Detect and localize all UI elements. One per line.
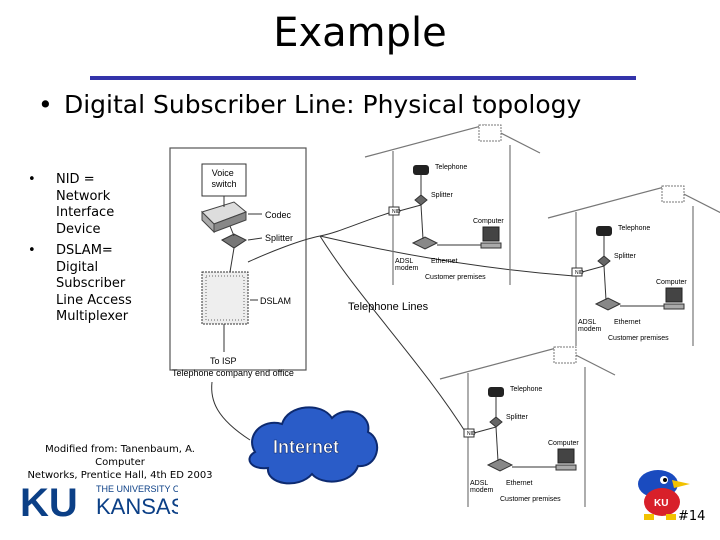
- end-office-caption: Telephone company end office: [172, 368, 294, 378]
- telephone-lines-label: Telephone Lines: [348, 301, 429, 313]
- voice-switch-line1: Voice: [212, 168, 234, 178]
- telephone-label: Telephone: [618, 225, 650, 232]
- ethernet-label: Ethernet: [431, 258, 458, 265]
- voice-switch-label: Voice switch: [211, 168, 236, 189]
- main-bullet-text: Digital Subscriber Line: Physical topolo…: [63, 90, 582, 119]
- page-number: #14: [678, 509, 706, 524]
- telephone-label: Telephone: [510, 386, 542, 393]
- nid-label: NID: [467, 431, 476, 437]
- splitter-label: Splitter: [506, 414, 528, 421]
- splitter-label: Splitter: [265, 233, 293, 243]
- credit-line-2: Networks, Prentice Hall, 4th ED 2003: [27, 470, 213, 481]
- splitter-label: Splitter: [431, 192, 453, 199]
- customer-premises-label: Customer premises: [500, 496, 561, 503]
- title-underline: [90, 76, 636, 80]
- nid-label: NID: [392, 209, 401, 215]
- computer-label: Computer: [548, 440, 579, 447]
- dslam-label: DSLAM: [260, 296, 291, 306]
- adsl-modem-label: ADSL: [470, 480, 488, 487]
- computer-label: Computer: [473, 218, 504, 225]
- ku-logo: KU THE UNIVERSITY OF KANSAS: [20, 481, 178, 520]
- to-isp-label: To ISP: [210, 356, 237, 366]
- telephone-line-wires: [211, 211, 575, 441]
- credit-line-1: Modified from: Tanenbaum, A. Computer: [45, 444, 195, 468]
- internet-cloud: Internet: [248, 406, 378, 485]
- side-bullet-text: NID = Network Interface Device: [56, 172, 115, 237]
- customer-premises-label: Customer premises: [425, 274, 486, 281]
- bullet-dot: •: [28, 172, 36, 187]
- computer-label: Computer: [656, 279, 687, 286]
- splitter-label: Splitter: [614, 253, 636, 260]
- ku-logo-university-of: THE UNIVERSITY OF: [96, 484, 178, 494]
- telephone-label: Telephone: [435, 164, 467, 171]
- bullet-dot: •: [38, 90, 53, 119]
- end-office: Voice switch Codec Splitter DSLAM To ISP…: [169, 147, 307, 378]
- mascot-badge: KU: [654, 498, 668, 509]
- nid-label: NID: [575, 270, 584, 276]
- customer-premises-label: Customer premises: [608, 335, 669, 342]
- jayhawk-mascot-image: KU: [638, 470, 690, 520]
- adsl-modem-label: ADSL: [578, 319, 596, 326]
- main-bullet: • Digital Subscriber Line: Physical topo…: [38, 90, 581, 119]
- adsl-modem-label-2: modem: [578, 326, 602, 333]
- ethernet-label: Ethernet: [614, 319, 641, 326]
- side-bullet-text: DSLAM= Digital Subscriber Line Access Mu…: [56, 243, 132, 324]
- codec-label: Codec: [265, 210, 292, 220]
- voice-switch-line2: switch: [211, 179, 236, 189]
- credit-text: Modified from: Tanenbaum, A. Computer Ne…: [20, 443, 220, 482]
- internet-label: Internet: [273, 437, 339, 457]
- bullet-dot: •: [28, 243, 36, 258]
- slide-title: Example: [273, 10, 447, 56]
- adsl-modem-label-2: modem: [395, 265, 419, 272]
- adsl-modem-label: ADSL: [395, 258, 413, 265]
- ethernet-label: Ethernet: [506, 480, 533, 487]
- ku-logo-kansas: KANSAS: [96, 494, 178, 519]
- adsl-modem-label-2: modem: [470, 487, 494, 494]
- ku-logo-letters: KU: [20, 481, 78, 520]
